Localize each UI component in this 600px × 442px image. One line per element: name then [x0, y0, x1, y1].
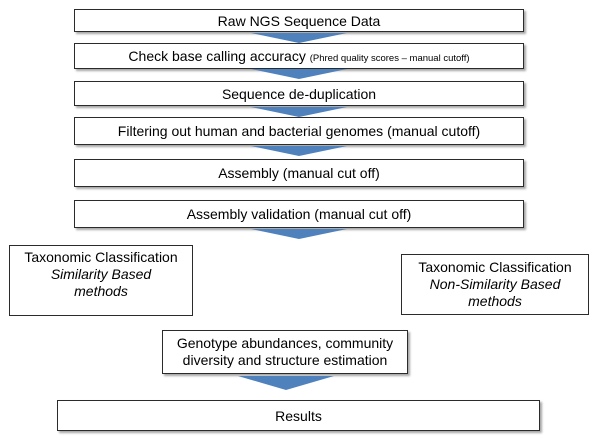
taxonomic-nonsimilarity-methods: methods	[468, 293, 522, 309]
arrow-2	[251, 69, 347, 79]
step-raw-ngs-data-label: Raw NGS Sequence Data	[217, 13, 381, 29]
taxonomic-nonsimilarity-box: Taxonomic Classification Non-Similarity …	[401, 254, 589, 315]
step-results-label: Results	[275, 408, 322, 424]
taxonomic-similarity-method: Similarity Based	[50, 266, 152, 282]
step-genotype-line1: Genotype abundances, community	[176, 335, 394, 351]
taxonomic-similarity-box: Taxonomic Classification Similarity Base…	[9, 245, 193, 316]
taxonomic-similarity-methods: methods	[74, 283, 128, 299]
step-raw-ngs-data: Raw NGS Sequence Data	[74, 9, 524, 32]
taxonomic-nonsimilarity-title: Taxonomic Classification	[418, 259, 572, 275]
arrow-4	[251, 146, 347, 156]
step-assembly-validation-label: Assembly validation (manual cut off)	[186, 206, 412, 222]
step-base-calling: Check base calling accuracy (Phred quali…	[74, 43, 524, 69]
step-base-calling-note: (Phred quality scores – manual cutoff)	[309, 53, 470, 64]
arrow-1	[251, 33, 347, 43]
taxonomic-similarity-title: Taxonomic Classification	[24, 249, 178, 265]
step-deduplication-label: Sequence de-duplication	[221, 86, 377, 102]
step-filtering-label: Filtering out human and bacterial genome…	[117, 123, 481, 139]
step-assembly-label: Assembly (manual cut off)	[218, 165, 380, 181]
arrow-3	[251, 107, 347, 117]
step-genotype-line2: diversity and structure estimation	[182, 352, 388, 368]
step-deduplication: Sequence de-duplication	[74, 81, 524, 106]
arrow-6	[251, 229, 347, 239]
step-genotype-estimation: Genotype abundances, community diversity…	[162, 330, 408, 374]
step-base-calling-label: Check base calling accuracy	[128, 48, 306, 64]
step-assembly: Assembly (manual cut off)	[74, 159, 524, 187]
step-assembly-validation: Assembly validation (manual cut off)	[74, 200, 524, 228]
step-filtering: Filtering out human and bacterial genome…	[74, 117, 524, 145]
step-results: Results	[57, 400, 540, 431]
taxonomic-nonsimilarity-method: Non-Similarity Based	[429, 276, 561, 292]
arrow-7	[238, 376, 334, 390]
